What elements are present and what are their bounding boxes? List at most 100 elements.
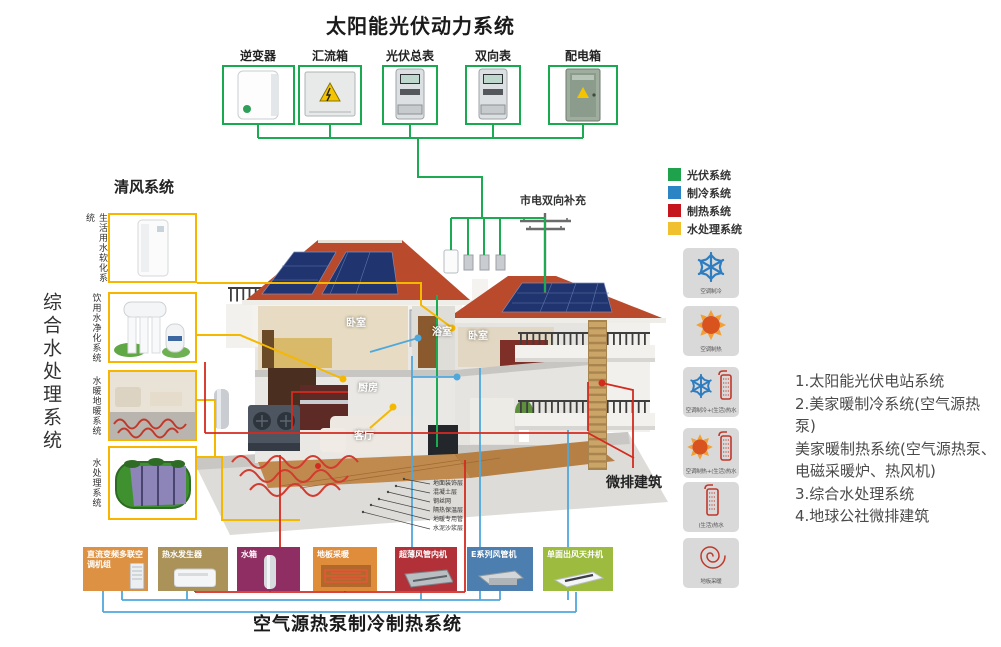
water-tank <box>214 389 229 429</box>
unit-tile-label: 地板采暖 <box>317 550 349 559</box>
water-tank-image <box>264 555 276 589</box>
floor-layer-label: 隔热保温层 <box>433 507 464 514</box>
snowflake-shower-icon <box>690 370 732 400</box>
pv-meter-image <box>395 68 425 120</box>
mode-tile-caption: 空调制热+(生活)热水 <box>685 469 737 475</box>
legend-swatch-pv <box>668 168 681 181</box>
floor-layer-label: 混凝土层 <box>433 489 458 496</box>
distribution-box-image <box>565 68 601 122</box>
snowflake-icon <box>697 251 725 283</box>
pv-device-label: 光伏总表 <box>385 47 435 66</box>
room-label-bathroom: 浴室 <box>432 327 452 338</box>
hot-water-generator-image <box>174 568 216 587</box>
stone-pillar <box>588 320 607 470</box>
mode-tile-caption: 空调制热 <box>700 347 722 353</box>
floor-layer-leaders <box>362 478 431 530</box>
floor-layer-label: 水泥沙浆层 <box>433 525 464 532</box>
mode-tile-heating-hot-water: 空调制热+(生活)热水 <box>683 428 739 478</box>
system-list-item: 1.太阳能光伏电站系统 <box>795 372 945 390</box>
unit-tile-e-series-duct-unit: E系列风管机 <box>467 547 533 591</box>
floor-layer-label: 钢丝网 <box>433 498 452 505</box>
left-box-label: 水处理系统 <box>90 458 101 508</box>
legend-label: 制热系统 <box>687 204 731 218</box>
water-system-vertical-title: 综合水处理系统 <box>40 292 62 453</box>
legend-swatch-heating <box>668 204 681 217</box>
mode-tile-cooling: 空调制冷 <box>683 248 739 298</box>
system-list: 1.太阳能光伏电站系统 2.美家暖制冷系统(空气源热泵) 美家暖制热系统(空气源… <box>795 370 1001 528</box>
mode-tile-heating: 空调制热 <box>683 306 739 356</box>
house-illustration <box>192 213 668 535</box>
floor-heating-image <box>110 372 195 439</box>
spiral-icon <box>700 546 726 569</box>
system-list-item: 2.美家暖制冷系统(空气源热泵) <box>795 394 981 436</box>
legend-item: 水处理系统 <box>668 222 742 236</box>
unit-tile-ceiling-cassette: 单面出风天井机 <box>543 547 613 591</box>
combiner-box <box>298 65 362 125</box>
room-label-kitchen: 厨房 <box>358 383 378 394</box>
unit-tile-water-tank: 水箱 <box>237 547 300 591</box>
unit-tile-label: 水箱 <box>241 550 257 559</box>
floor-layer-label: 地暖专用管 <box>433 516 464 523</box>
legend-item: 制冷系统 <box>668 186 742 200</box>
pv-device-label: 双向表 <box>474 47 512 66</box>
cooling-lines <box>102 337 577 613</box>
solar-panels-right-roof <box>501 282 613 313</box>
floor-layer-points <box>361 477 406 514</box>
sun-shower-icon <box>687 431 732 461</box>
floor-heating-box <box>108 370 197 441</box>
pv-device-label: 逆变器 <box>239 47 277 66</box>
mode-tile-caption: 空调制冷+(生活)热水 <box>685 408 737 414</box>
left-box-label: 生活用水软化系统 <box>84 213 107 283</box>
pv-device-label: 配电箱 <box>564 47 602 66</box>
legend: 光伏系统 制冷系统 制热系统 水处理系统 <box>668 168 742 240</box>
page-title: 太阳能光伏动力系统 <box>326 14 515 38</box>
water-softener-image <box>137 219 169 277</box>
water-lines <box>197 282 452 521</box>
combiner-image <box>304 71 356 117</box>
bottom-title: 空气源热泵制冷制热系统 <box>253 614 462 635</box>
legend-label: 水处理系统 <box>687 222 742 236</box>
room-label-bedroom2: 卧室 <box>468 331 488 342</box>
unit-tile-floor-heating: 地板采暖 <box>313 547 377 591</box>
mode-tile-cooling-hot-water: 空调制冷+(生活)热水 <box>683 367 739 417</box>
mode-tile-floor-heating: 地板采暖 <box>683 538 739 588</box>
fresh-air-title: 清风系统 <box>114 178 175 196</box>
floor-layer-label: 地面装饰层 <box>433 480 464 487</box>
unit-tile-label: 超薄风管内机 <box>399 550 447 559</box>
outdoor-unit-image <box>129 563 145 589</box>
unit-tile-hot-water-generator: 热水发生器 <box>158 547 228 591</box>
legend-label: 光伏系统 <box>687 168 731 182</box>
pv-lines <box>257 125 584 447</box>
system-list-item: 4.地球公社微排建筑 <box>795 507 930 525</box>
mode-tile-caption: 空调制冷 <box>700 289 722 295</box>
water-dots <box>339 324 456 411</box>
system-list-item: 美家暖制热系统(空气源热泵、电磁采暖炉、热风机) <box>795 439 996 481</box>
heat-pump-unit <box>248 405 300 451</box>
water-purifier-box <box>108 292 197 363</box>
water-purifier-image <box>114 301 190 358</box>
left-box-label: 水暖地暖系统 <box>90 375 101 436</box>
sun-icon <box>696 310 726 340</box>
floor-heating-coils <box>231 455 359 497</box>
shower-icon <box>704 484 719 516</box>
inverter-image <box>237 70 279 120</box>
water-treatment-tank-box <box>108 446 197 520</box>
unit-tile-label: 热水发生器 <box>162 550 202 559</box>
legend-label: 制冷系统 <box>687 186 731 200</box>
grid-supply-label: 市电双向补充 <box>520 194 586 207</box>
legend-swatch-water <box>668 222 681 235</box>
cooling-dots <box>414 334 461 381</box>
e-series-duct-unit-image <box>477 570 525 585</box>
pv-meter-box <box>382 65 438 125</box>
left-box-label: 饮用水净化系统 <box>90 292 101 363</box>
legend-item: 制热系统 <box>668 204 742 218</box>
floor-heating-coil-image <box>321 565 371 587</box>
micro-emission-label: 微排建筑 <box>606 475 662 491</box>
water-treatment-tank-image <box>115 458 191 509</box>
bidirectional-meter-image <box>478 68 508 120</box>
heating-lines <box>194 362 635 593</box>
mode-tile-caption: 地板采暖 <box>700 579 722 585</box>
room-label-bedroom1: 卧室 <box>346 318 366 329</box>
unit-tile-label: 单面出风天井机 <box>547 550 603 559</box>
